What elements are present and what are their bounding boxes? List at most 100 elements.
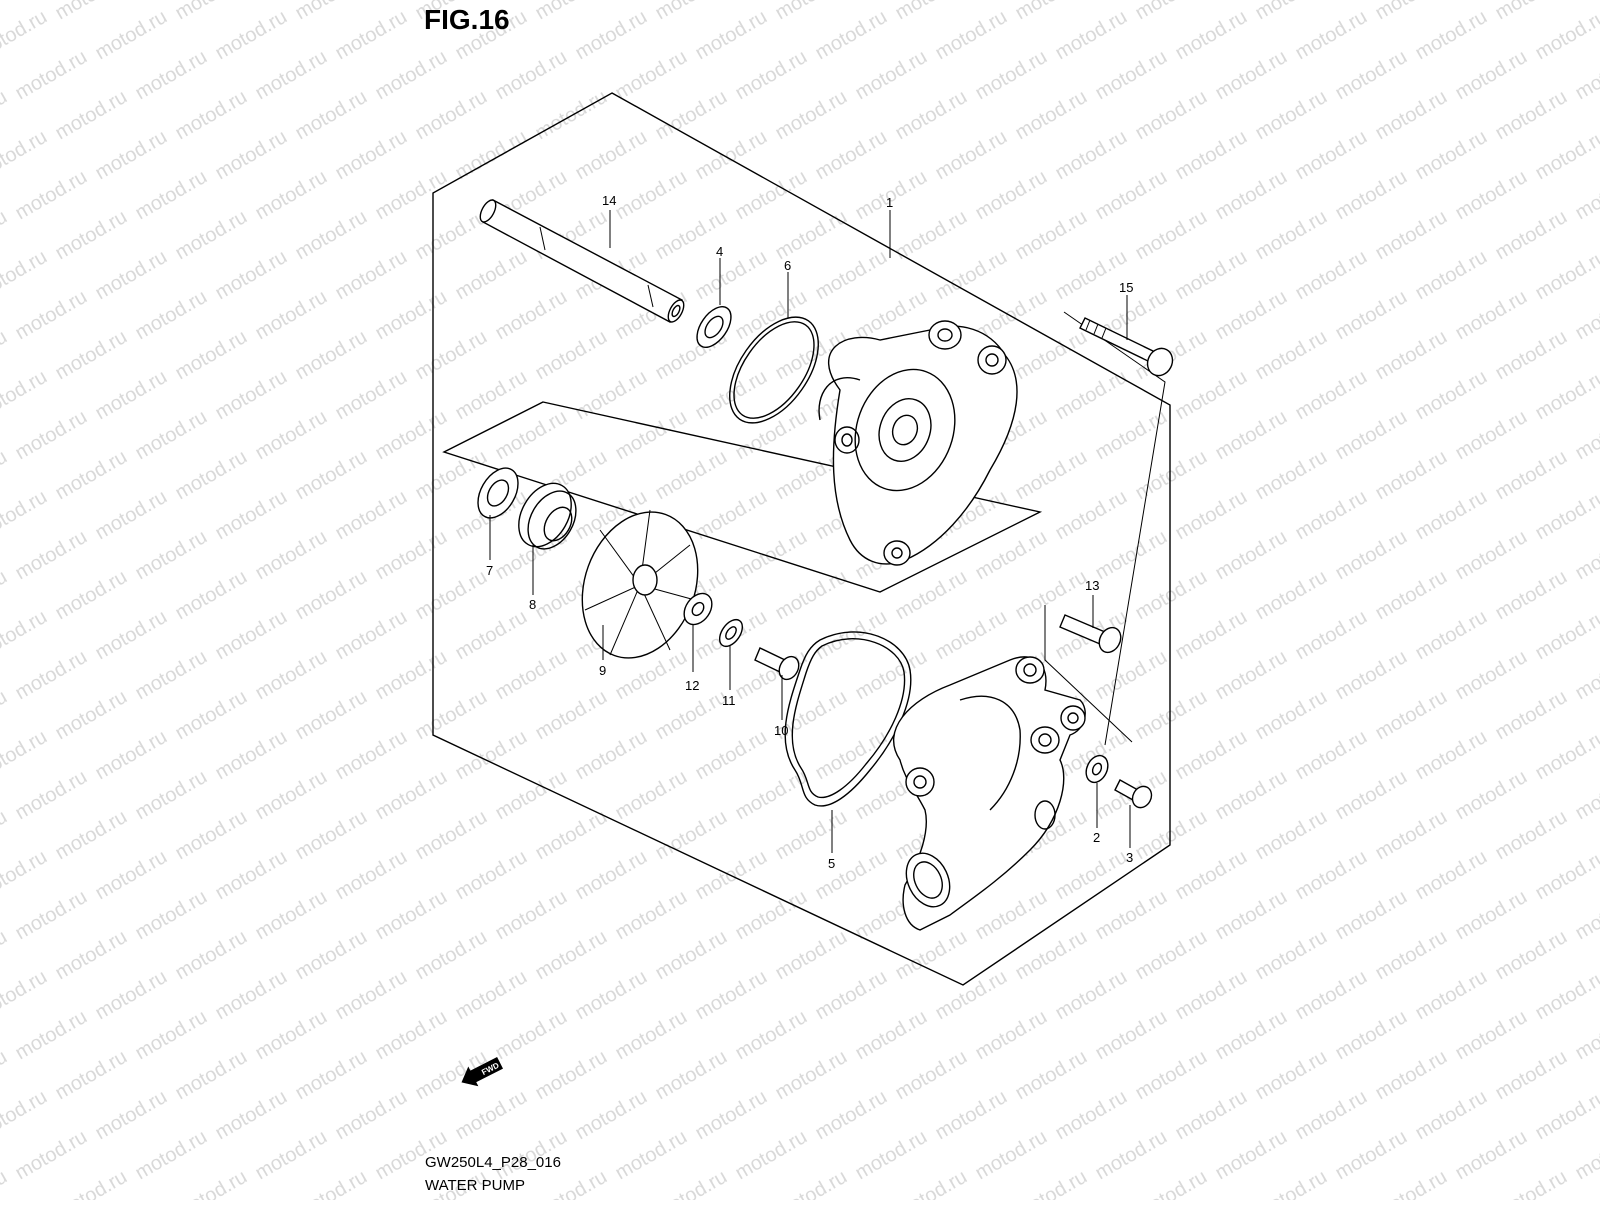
watermark-text: motod.ru (1532, 6, 1600, 65)
watermark-text: motod.ru (1212, 1006, 1291, 1065)
watermark-text: motod.ru (1172, 966, 1251, 1025)
watermark-text: motod.ru (252, 1006, 331, 1065)
callout-6: 6 (784, 258, 791, 273)
watermark-text: motod.ru (692, 1086, 771, 1145)
watermark-text: motod.ru (0, 726, 51, 785)
watermark-text: motod.ru (1292, 846, 1371, 905)
watermark-text: motod.ru (852, 1126, 931, 1185)
watermark-text: motod.ru (132, 1126, 211, 1185)
watermark-text: motod.ru (372, 406, 451, 465)
callout-13: 13 (1085, 578, 1099, 593)
watermark-text: motod.ru (1412, 1086, 1491, 1145)
watermark-text: motod.ru (252, 526, 331, 585)
watermark-text: motod.ru (0, 846, 51, 905)
watermark-text: motod.ru (532, 1046, 611, 1105)
watermark-text: motod.ru (1532, 726, 1600, 785)
watermark-text: motod.ru (1532, 1086, 1600, 1145)
watermark-text: motod.ru (1052, 6, 1131, 65)
watermark-text: motod.ru (252, 46, 331, 105)
watermark-text: motod.ru (772, 806, 851, 865)
watermark-text: motod.ru (412, 566, 491, 625)
watermark-text: motod.ru (972, 166, 1051, 225)
watermark-text: motod.ru (0, 1166, 11, 1200)
watermark-text: motod.ru (252, 646, 331, 705)
watermark-text: motod.ru (772, 86, 851, 145)
watermark-text: motod.ru (92, 246, 171, 305)
watermark-text: motod.ru (1012, 0, 1091, 24)
watermark-text: motod.ru (12, 1126, 91, 1185)
watermark-text: motod.ru (972, 526, 1051, 585)
watermark-text: motod.ru (372, 286, 451, 345)
watermark-text: motod.ru (1492, 1046, 1571, 1105)
watermark-text: motod.ru (612, 886, 691, 945)
watermark-text: motod.ru (612, 1006, 691, 1065)
watermark-text: motod.ru (12, 646, 91, 705)
watermark-text: motod.ru (1092, 46, 1171, 105)
watermark-text: motod.ru (532, 926, 611, 985)
watermark-text: motod.ru (1212, 886, 1291, 945)
watermark-text: motod.ru (1532, 966, 1600, 1025)
watermark-text: motod.ru (1012, 326, 1091, 385)
callout-14: 14 (602, 193, 616, 208)
watermark-text: motod.ru (532, 326, 611, 385)
watermark-text: motod.ru (1372, 0, 1451, 24)
watermark-text: motod.ru (1132, 1166, 1211, 1200)
watermark-text: motod.ru (1372, 1046, 1451, 1105)
watermark-text: motod.ru (1332, 1006, 1411, 1065)
watermark-text: motod.ru (1172, 1086, 1251, 1145)
watermark-text: motod.ru (1132, 1046, 1211, 1105)
watermark-text: motod.ru (1052, 246, 1131, 305)
watermark-text: motod.ru (852, 1006, 931, 1065)
watermark-text: motod.ru (452, 1086, 531, 1145)
watermark-text: motod.ru (1092, 646, 1171, 705)
watermark-text: motod.ru (1252, 686, 1331, 745)
callout-1: 1 (886, 195, 893, 210)
watermark-text: motod.ru (1532, 846, 1600, 905)
watermark-text: motod.ru (1372, 1166, 1451, 1200)
watermark-text: motod.ru (1092, 166, 1171, 225)
watermark-text: motod.ru (1332, 1126, 1411, 1185)
watermark-text: motod.ru (132, 646, 211, 705)
watermark-text: motod.ru (932, 606, 1011, 665)
watermark-text: motod.ru (1292, 366, 1371, 425)
watermark-text: motod.ru (652, 446, 731, 505)
watermark-text: motod.ru (132, 1006, 211, 1065)
watermark-text: motod.ru (12, 1006, 91, 1065)
watermark-text: motod.ru (12, 166, 91, 225)
watermark-text: motod.ru (1492, 0, 1571, 24)
watermark-text: motod.ru (692, 6, 771, 65)
watermark-text: motod.ru (1012, 566, 1091, 625)
watermark-text: motod.ru (1412, 606, 1491, 665)
watermark-text: motod.ru (0, 86, 11, 145)
watermark-text: motod.ru (652, 806, 731, 865)
watermark-text: motod.ru (492, 46, 571, 105)
watermark-text: motod.ru (1412, 246, 1491, 305)
watermark-text: motod.ru (612, 46, 691, 105)
watermark-text: motod.ru (1372, 926, 1451, 985)
watermark-text: motod.ru (1492, 566, 1571, 625)
watermark-text: motod.ru (172, 326, 251, 385)
watermark-text: motod.ru (1292, 126, 1371, 185)
callout-10: 10 (774, 723, 788, 738)
watermark-text: motod.ru (1172, 606, 1251, 665)
watermark-text: motod.ru (1572, 646, 1600, 705)
watermark-text: motod.ru (1172, 846, 1251, 905)
watermark-text: motod.ru (0, 6, 51, 65)
watermark-text: motod.ru (412, 926, 491, 985)
watermark-text: motod.ru (732, 766, 811, 825)
watermark-text: motod.ru (652, 686, 731, 745)
watermark-text: motod.ru (132, 46, 211, 105)
watermark-text: motod.ru (492, 406, 571, 465)
watermark-text: motod.ru (732, 1126, 811, 1185)
watermark-text: motod.ru (1172, 6, 1251, 65)
watermark-text: motod.ru (252, 886, 331, 945)
watermark-text: motod.ru (532, 686, 611, 745)
watermark-text: motod.ru (0, 366, 51, 425)
watermark-text: motod.ru (652, 86, 731, 145)
watermark-text: motod.ru (1092, 1126, 1171, 1185)
watermark-text: motod.ru (1292, 966, 1371, 1025)
watermark-text: motod.ru (692, 726, 771, 785)
watermark-text: motod.ru (572, 966, 651, 1025)
watermark-text: motod.ru (92, 726, 171, 785)
